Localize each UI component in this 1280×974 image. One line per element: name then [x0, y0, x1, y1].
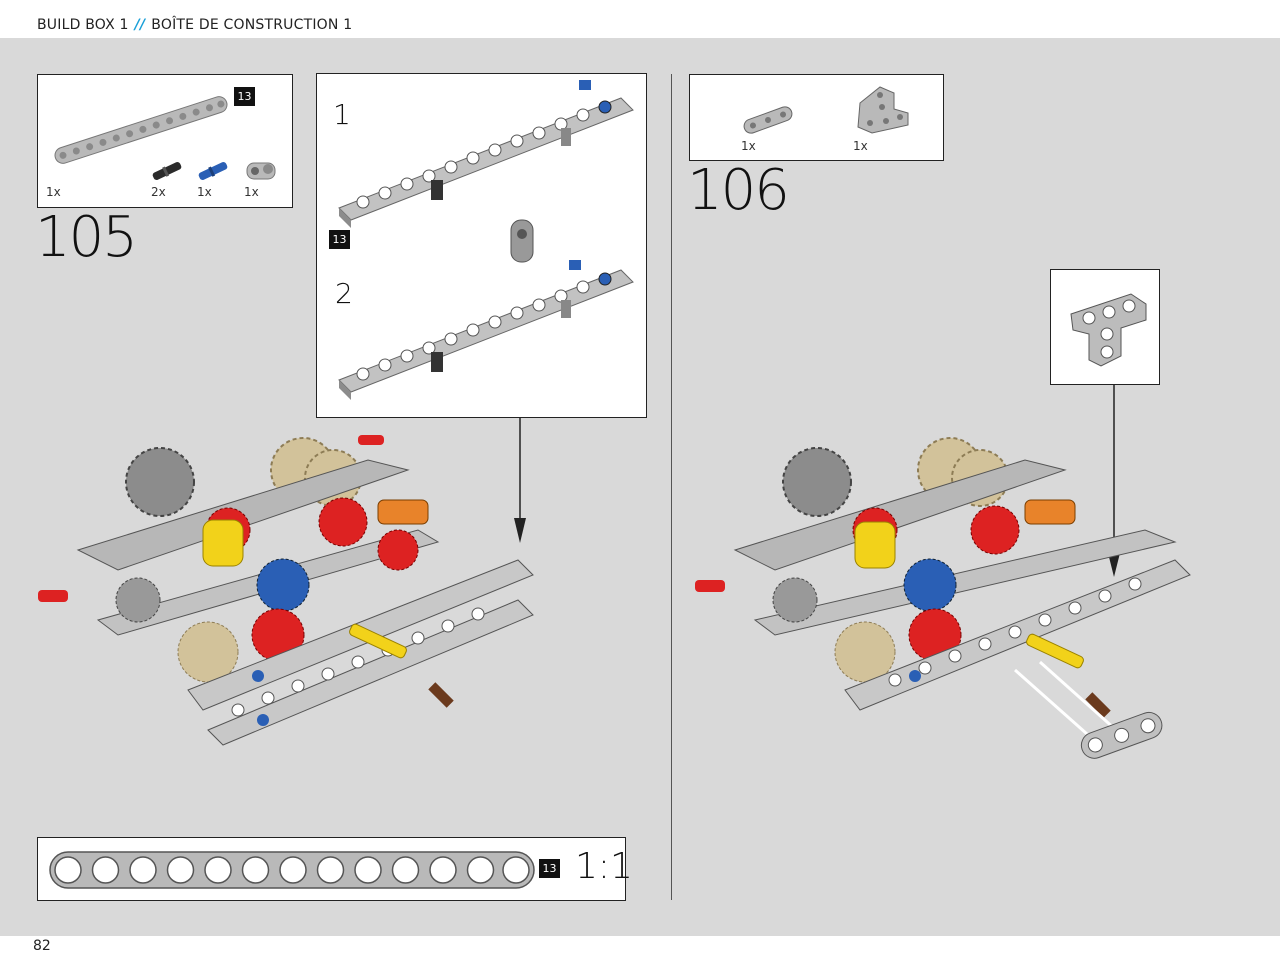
- beam-scale-ruler: 13 1:1: [37, 837, 633, 901]
- page-footer: [0, 936, 1280, 974]
- qty-beam: 1x: [46, 185, 61, 199]
- step-105-substep-box: 1 2 13: [316, 73, 647, 418]
- step-106-parts-box: 1x 1x: [689, 74, 944, 161]
- blue-axle-pin-icon: [198, 162, 228, 180]
- pin-connector-icon: [246, 162, 276, 180]
- qty-connector: 1x: [244, 185, 259, 199]
- t-beam-icon: [857, 86, 909, 134]
- page-header: BUILD BOX 1 // BOÎTE DE CONSTRUCTION 1: [0, 0, 1280, 38]
- substep-2-label: 2: [335, 277, 353, 310]
- header-separator: //: [134, 17, 146, 33]
- ruler-badge: 13: [539, 859, 560, 878]
- qty-beam-3: 1x: [741, 139, 756, 153]
- substep-beam-badge: 13: [329, 230, 350, 249]
- column-divider: [671, 74, 672, 900]
- t-beam-callout-box: [1050, 269, 1160, 385]
- substep-1-label: 1: [333, 98, 351, 131]
- beam-13-icon: [54, 96, 228, 164]
- callout-arrow: [514, 418, 526, 543]
- step-105-assembly-illustration: [38, 435, 534, 746]
- qty-black-pin: 2x: [151, 185, 166, 199]
- beam-3-icon: [743, 106, 793, 134]
- step-105-number: 105: [35, 205, 138, 270]
- qty-t-beam: 1x: [853, 139, 868, 153]
- substep-2-beam-icon: [338, 219, 634, 400]
- page-number: 82: [33, 938, 51, 954]
- step-106-assembly-illustration: [695, 437, 1191, 759]
- header-right: BOÎTE DE CONSTRUCTION 1: [151, 17, 353, 33]
- beam-length-badge: 13: [234, 87, 255, 106]
- step-106-number: 106: [687, 158, 790, 223]
- t-beam-large-icon: [1070, 293, 1147, 367]
- t-beam-arrow: [1108, 385, 1120, 577]
- substep-1-beam-icon: [338, 80, 634, 228]
- header-left: BUILD BOX 1: [37, 17, 129, 33]
- scale-label: 1:1: [575, 846, 633, 887]
- qty-blue-pin: 1x: [197, 185, 212, 199]
- black-pin-icon: [152, 162, 182, 180]
- header-title: BUILD BOX 1 // BOÎTE DE CONSTRUCTION 1: [37, 17, 352, 33]
- beam-13-ruler-icon: [49, 851, 535, 889]
- step-105-parts-box: 13 1x 2x 1x 1x: [37, 74, 293, 208]
